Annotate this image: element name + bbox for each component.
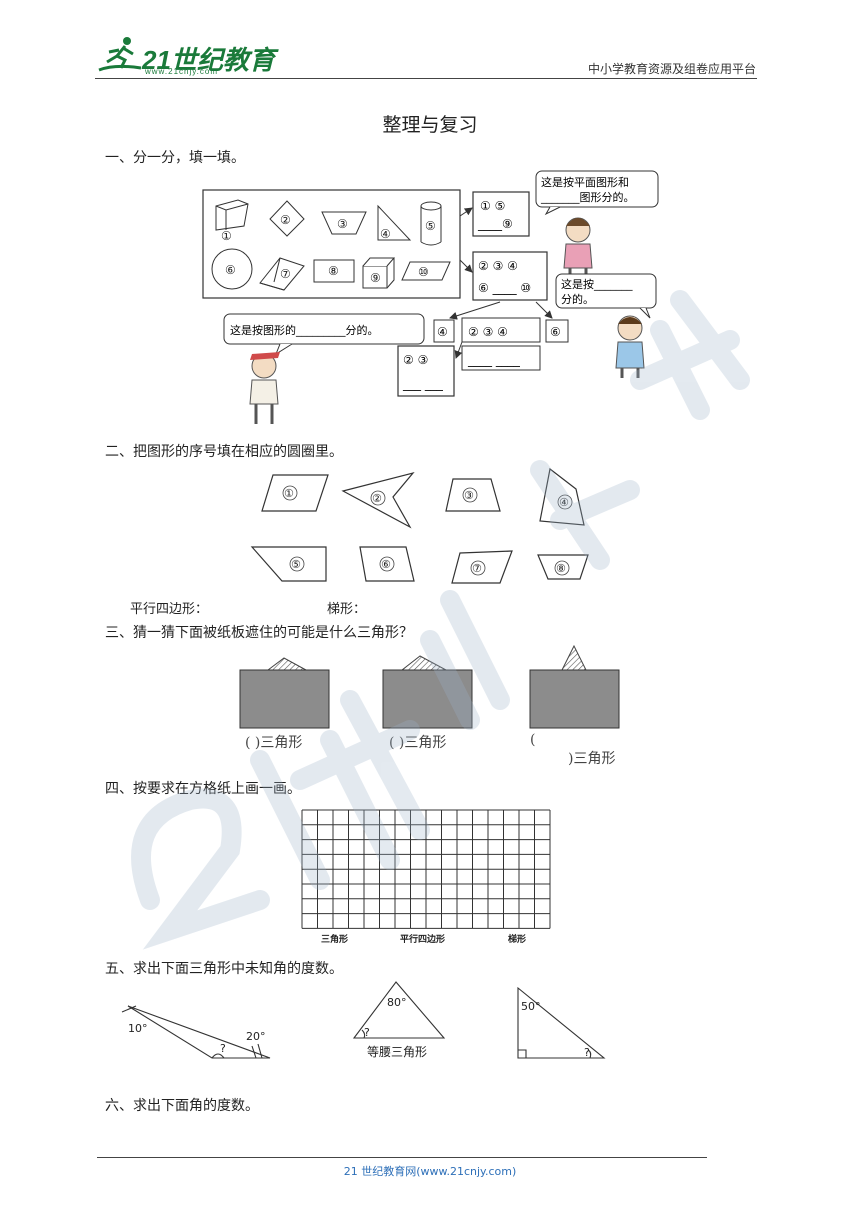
q5-t1-angle-a: 10° — [128, 1022, 148, 1035]
q1-box-a-row2: ____⑨ — [477, 217, 513, 231]
q4-label-trapezoid: 梯形 — [508, 935, 527, 945]
q1-box-c-row2: ___ ___ — [402, 377, 444, 391]
q5-t3-angle: 50° — [521, 1000, 541, 1013]
q2-figure: ① ② ③ ④ ⑤ ⑥ ⑦ ⑧ — [250, 467, 589, 584]
q3-answer-2: ( )三角形 — [389, 735, 447, 751]
q1-shape-label: ⑨ — [370, 271, 381, 285]
q1-shape-label: ① — [221, 229, 232, 243]
q1-shape-label: ⑧ — [328, 264, 339, 278]
q3-answer-1: ( )三角形 — [245, 735, 303, 751]
q5-t2-angle: 80° — [387, 996, 407, 1009]
q1-box-b-row2: ⑥ ____ ⑩ — [478, 281, 531, 295]
q2-shape-label: ④ — [559, 496, 569, 509]
logo-text: 21世纪教育 — [142, 45, 275, 75]
q5-t1-unknown: ? — [220, 1042, 226, 1055]
q3-heading: 三、猜一猜下面被纸板遮住的可能是什么三角形？ — [105, 625, 413, 641]
q1-shape-label: ② — [280, 213, 291, 227]
q1-bubble-mid-line1: 这是按_______ — [561, 277, 633, 291]
q5-t2-unknown: ? — [364, 1026, 370, 1039]
q1-box-middle: ② ③ ④ — [468, 325, 508, 339]
q1-box-six: ⑥ — [550, 325, 561, 339]
girl-cartoon-icon — [563, 217, 593, 288]
q1-box-b-row1: ② ③ ④ — [478, 259, 518, 273]
q3-figure — [239, 644, 620, 729]
q1-shape-label: ③ — [337, 217, 348, 231]
q2-shape-label: ⑧ — [556, 562, 566, 575]
footer-divider — [97, 1157, 707, 1158]
q4-heading: 四、按要求在方格纸上画一画。 — [105, 781, 301, 797]
q1-box-a-row1: ① ⑤ — [480, 199, 505, 213]
q3-answer-3-close: )三角形 — [568, 751, 616, 767]
q1-shape-label: ⑥ — [225, 263, 236, 277]
q1-shape-label: ⑤ — [425, 219, 436, 233]
q2-label-parallelogram: 平行四边形： — [130, 602, 209, 617]
page-title: 整理与复习 — [382, 114, 478, 136]
q1-figure: ① ② ③ ④ ⑤ ⑥ ⑦ ⑧ ⑨ ⑩ ① ⑤ ____⑨ ② ③ ④ ⑥ __… — [202, 170, 659, 424]
q5-t3-unknown: ? — [584, 1046, 590, 1059]
q2-shape-label: ① — [284, 487, 294, 500]
q1-bubble-top-line1: 这是按平面图形和 — [541, 175, 629, 189]
platform-name: 中小学教育资源及组卷应用平台 — [587, 62, 756, 76]
boy-cap-cartoon-icon — [249, 352, 280, 424]
q1-shape-label: ⑩ — [418, 265, 429, 279]
q1-shape-label: ⑦ — [280, 267, 291, 281]
q2-shape-label: ⑤ — [291, 558, 301, 571]
q5-heading: 五、求出下面三角形中未知角的度数。 — [105, 961, 343, 977]
q4-label-parallelogram: 平行四边形 — [400, 935, 446, 945]
q1-bubble-mid-line2: 分的。 — [561, 292, 594, 306]
q2-shape-label: ⑦ — [472, 562, 482, 575]
logo-runner-icon — [98, 37, 142, 72]
q5-figure: 10° 20° ? 80° ? 等腰三角形 50° ? — [121, 981, 606, 1059]
boy-cartoon-icon — [615, 315, 645, 378]
q1-box-four: ④ — [437, 325, 448, 339]
q1-shape-label: ④ — [380, 227, 391, 241]
q1-box-d-row2: ____ ____ — [467, 353, 521, 367]
q4-grid-paper[interactable] — [300, 808, 552, 930]
q2-label-trapezoid: 梯形： — [327, 602, 367, 617]
q2-heading: 二、把图形的序号填在相应的圆圈里。 — [105, 444, 343, 460]
q2-shape-label: ③ — [464, 489, 474, 502]
q5-t2-caption: 等腰三角形 — [367, 1045, 427, 1059]
q5-t1-angle-b: 20° — [246, 1030, 266, 1043]
q3-answer-3-open: ( — [530, 732, 536, 748]
q2-shape-label: ② — [372, 492, 382, 505]
q6-heading: 六、求出下面角的度数。 — [105, 1098, 259, 1114]
logo-url: www.21cnjy.com — [145, 67, 218, 76]
footer-text: 21 世纪教育网(www.21cnjy.com) — [343, 1165, 517, 1178]
q1-box-c-row1: ② ③ — [403, 353, 428, 367]
q4-label-triangle: 三角形 — [321, 935, 349, 945]
header-divider — [95, 78, 757, 79]
q1-heading: 一、分一分，填一填。 — [105, 150, 245, 166]
q1-bubble-top-line2: _______图形分的。 — [540, 190, 635, 204]
q1-bubble-left: 这是按图形的_________分的。 — [230, 323, 379, 337]
q2-shape-label: ⑥ — [381, 558, 391, 571]
